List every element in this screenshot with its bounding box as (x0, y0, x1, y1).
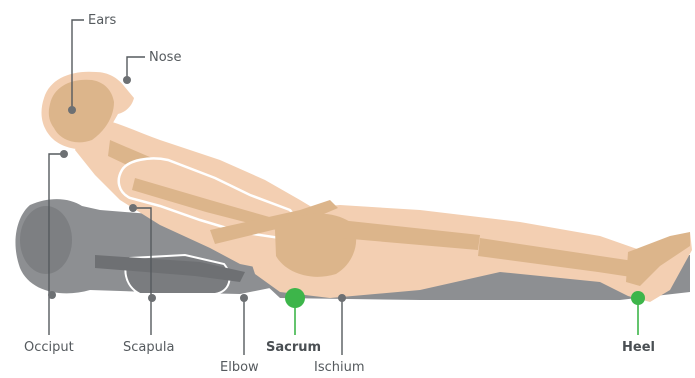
label-occiput: Occiput (24, 340, 74, 355)
leader-lines-highlight (295, 304, 638, 335)
label-heel: Heel (622, 340, 655, 355)
marker-ears (68, 106, 76, 114)
label-ears: Ears (88, 13, 116, 28)
label-nose: Nose (149, 50, 181, 65)
label-ischium: Ischium (314, 360, 365, 375)
marker-scapula (129, 204, 137, 212)
leader-nose (127, 57, 145, 79)
marker-scapula-shadow (148, 294, 156, 302)
marker-nose (123, 76, 131, 84)
label-elbow: Elbow (220, 360, 259, 375)
label-scapula: Scapula (123, 340, 174, 355)
marker-occiput-shadow (48, 291, 56, 299)
marker-ischium (338, 294, 346, 302)
marker-occiput (60, 150, 68, 158)
marker-elbow (240, 294, 248, 302)
label-sacrum: Sacrum (266, 340, 321, 355)
marker-sacrum (285, 288, 305, 308)
marker-heel (631, 291, 645, 305)
